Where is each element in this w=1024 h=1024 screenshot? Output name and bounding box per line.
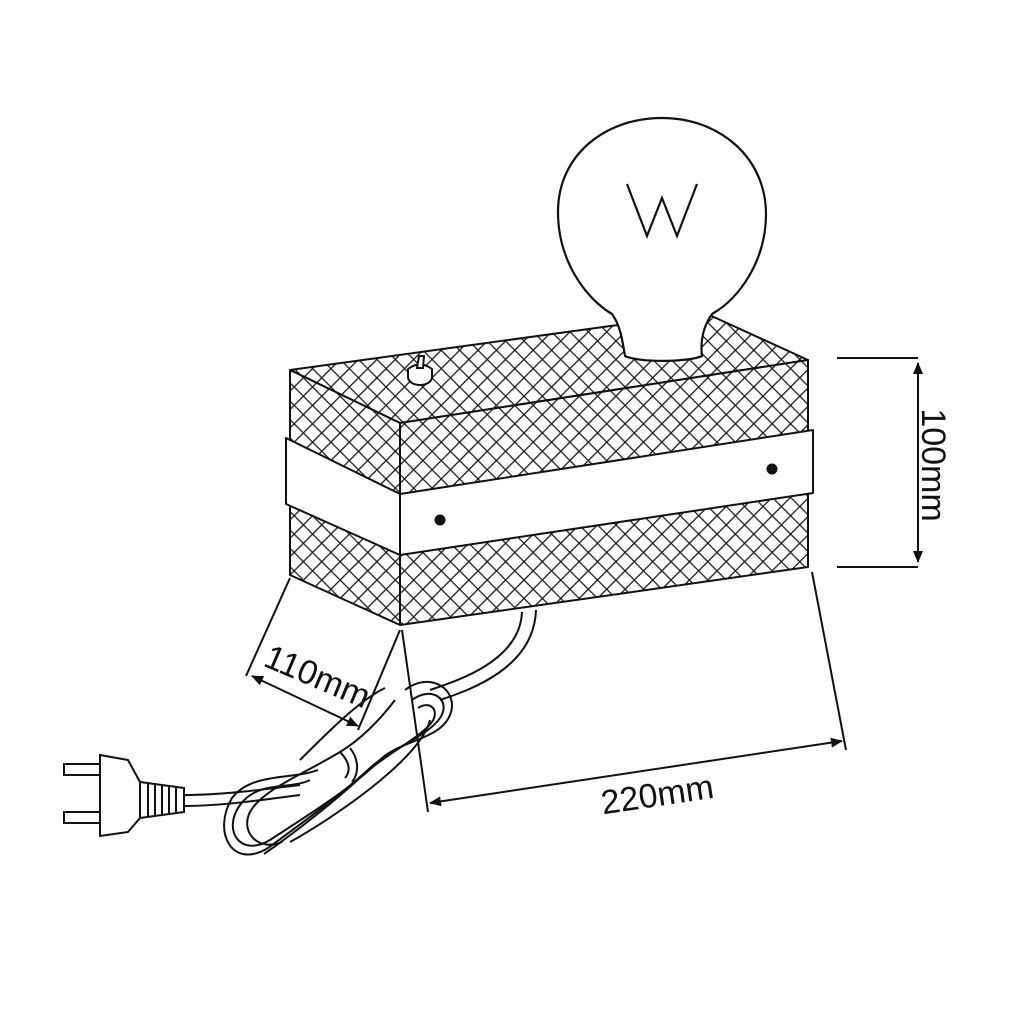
dimension-width (401, 571, 847, 813)
height-label: 100mm (914, 408, 952, 521)
dimension-depth (245, 577, 401, 731)
dimension-height (837, 357, 923, 568)
lamp-base (285, 312, 814, 626)
plug-icon (63, 753, 185, 838)
depth-label: 110mm (259, 638, 376, 716)
band-screw-right (766, 463, 778, 475)
width-label: 220mm (599, 768, 717, 822)
band-screw-left (434, 514, 446, 526)
power-cable (184, 609, 537, 856)
switch-icon (407, 355, 433, 386)
light-bulb-icon (556, 116, 768, 362)
